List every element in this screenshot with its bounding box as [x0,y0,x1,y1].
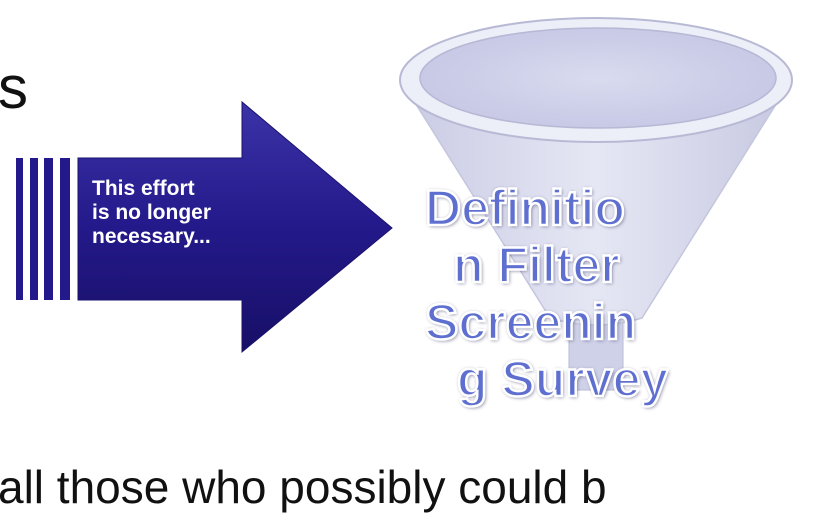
arrow-label-line: This effort [92,177,292,201]
body-text: all those who possibly could b [0,464,607,510]
funnel-icon [400,18,792,390]
arrow-label-line: is no longer [92,201,292,225]
title-fragment: s [0,58,28,118]
arrow-label: This effort is no longer necessary... [92,177,292,249]
arrow-label-line: necessary... [92,225,292,249]
vertical-bars-icon [16,158,70,300]
